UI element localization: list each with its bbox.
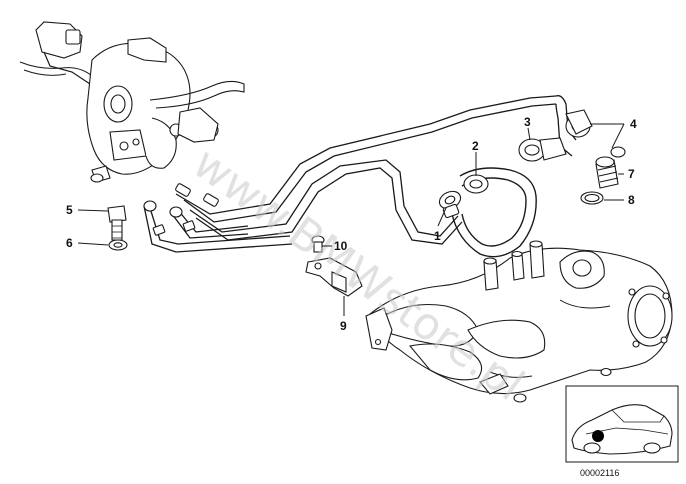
hollow-bolt-part-5 <box>107 205 127 241</box>
callout-9: 9 <box>340 319 347 333</box>
hose-loop-assembly <box>438 167 537 258</box>
callout-5: 5 <box>66 203 73 217</box>
callout-4: 4 <box>630 117 637 131</box>
hose-connector-part-3 <box>518 137 567 162</box>
vehicle-locator-inset <box>565 385 679 463</box>
washer-part-6 <box>108 239 128 251</box>
callout-labels: 1 2 3 4 5 6 7 8 9 10 <box>66 115 637 333</box>
callout-2: 2 <box>472 139 479 153</box>
pump-banjo-fittings <box>169 107 219 143</box>
callout-7: 7 <box>628 167 635 181</box>
fuel-pump-assembly <box>19 21 245 183</box>
hose-clamp-part-1 <box>438 190 462 219</box>
intake-manifold <box>365 240 673 403</box>
callout-10: 10 <box>334 239 348 253</box>
screw-part-10 <box>311 235 325 253</box>
seal-ring-part-8 <box>580 191 604 205</box>
union-fitting-part-7 <box>595 156 619 189</box>
document-number: 00002116 <box>580 468 619 478</box>
callout-8: 8 <box>628 193 635 207</box>
o-ring-part-4 <box>610 146 626 158</box>
callout-6: 6 <box>66 236 73 250</box>
callout-3: 3 <box>524 115 531 129</box>
bracket-part-9 <box>305 257 363 297</box>
location-marker <box>592 430 604 442</box>
hose-connector-part-4 <box>565 109 593 138</box>
fuel-line-bundle <box>143 95 577 253</box>
callout-1: 1 <box>434 229 441 243</box>
hose-clamp-part-2 <box>463 174 489 194</box>
callout-leaders <box>77 123 625 316</box>
